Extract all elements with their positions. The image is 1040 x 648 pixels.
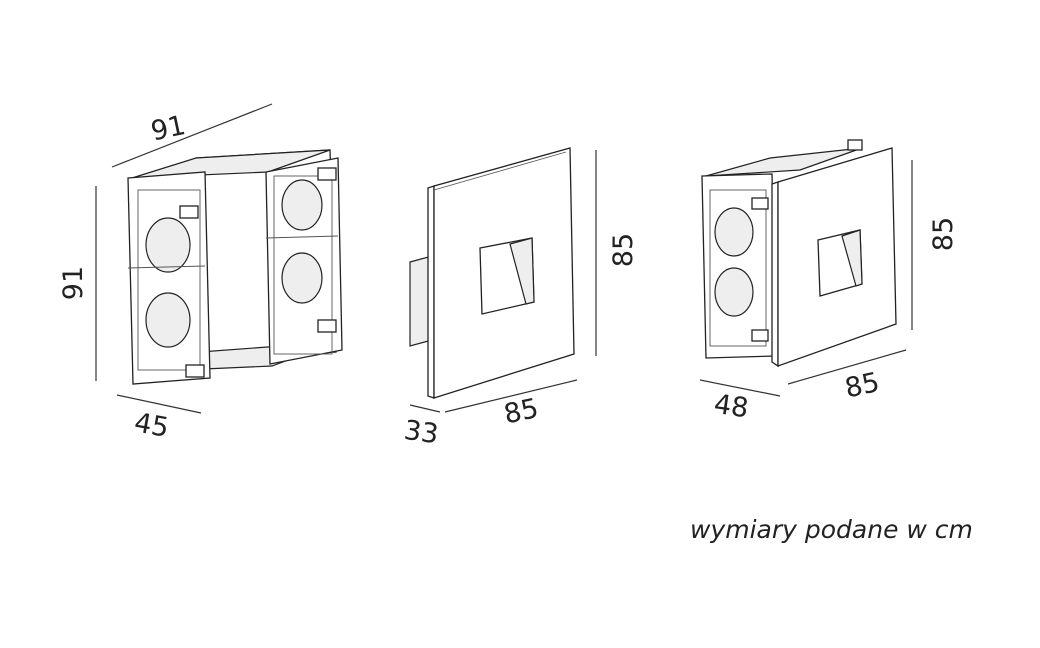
assembled-width-dim-line [787,349,907,385]
cover-plate [409,147,597,413]
assembled-unit [699,139,913,397]
cover-width-label: 85 [501,393,541,430]
assembled-depth-dim-line [699,379,781,397]
units-note: wymiary podane w cm [690,515,973,544]
assembled-depth-label: 48 [712,389,750,424]
cover-depth-label: 33 [402,415,440,450]
box-depth-label: 45 [132,407,171,443]
box-width-label: 91 [148,110,188,147]
box-height-label: 91 [58,266,89,300]
mounting-box [95,103,343,414]
cover-width-dim-line [444,379,578,413]
box-depth-dim-line [116,394,202,414]
cover-height-label: 85 [608,233,639,267]
assembled-height-label: 85 [928,217,959,251]
cover-depth-dim-line [409,404,441,413]
assembled-width-label: 85 [842,367,882,404]
box-width-dim-line [111,103,273,168]
